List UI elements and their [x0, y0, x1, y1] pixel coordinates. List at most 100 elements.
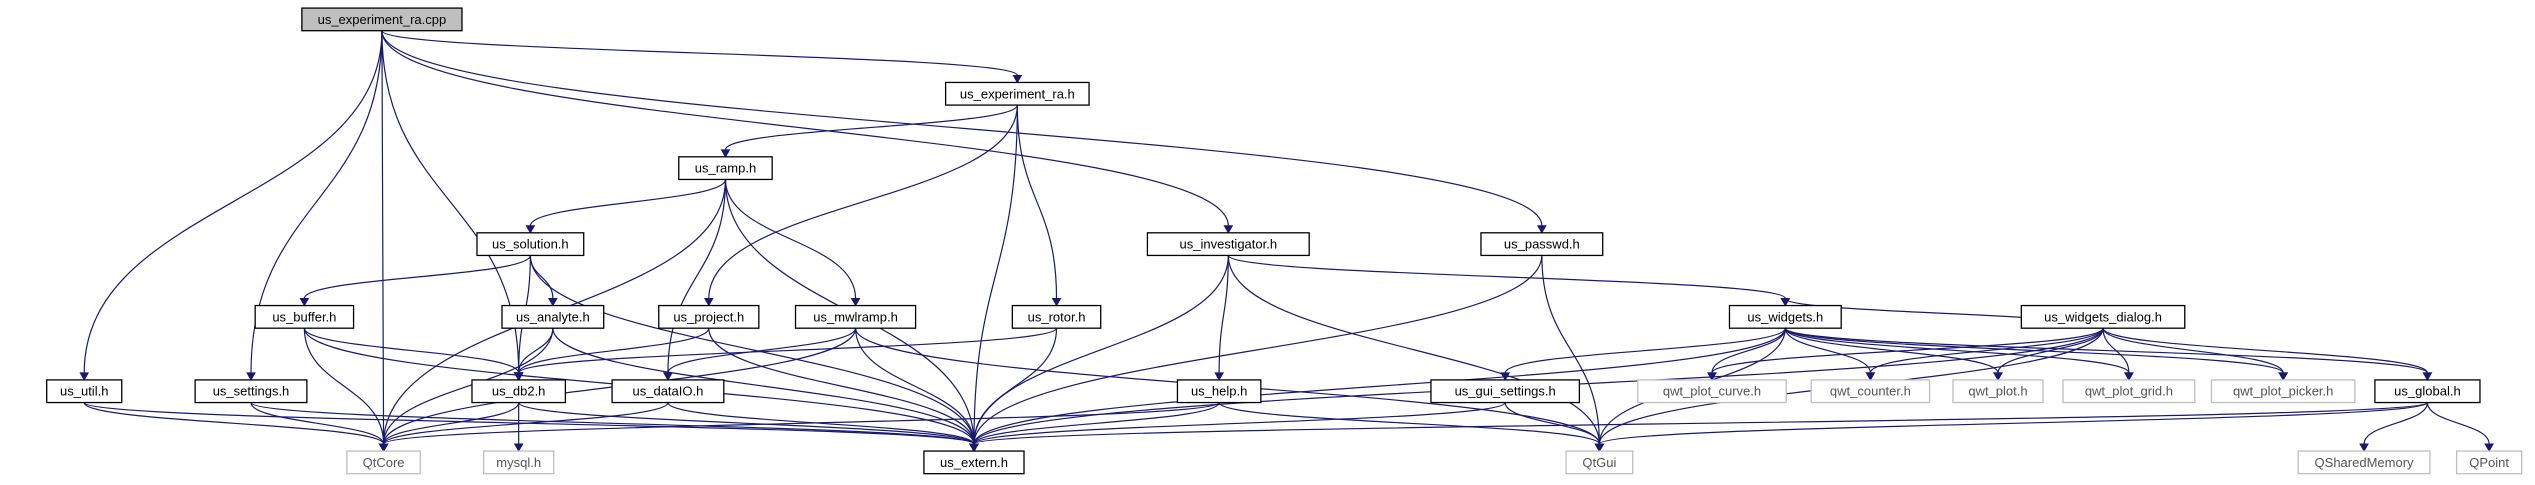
edge-wdialog-to-qwtgrid	[2102, 328, 2134, 381]
edge-widgets-to-qwtgrid	[1784, 327, 2134, 381]
node-label: us_global.h	[2394, 384, 2461, 399]
edge-settings-to-qtcore	[250, 402, 389, 453]
node-label: us_ramp.h	[695, 161, 756, 176]
node-wdialog[interactable]: us_widgets_dialog.h	[2020, 304, 2186, 329]
edge-passwd-to-qtgui	[1541, 255, 1605, 453]
edge-global-to-qpoint	[2426, 402, 2494, 453]
node-label: us_db2.h	[492, 384, 546, 399]
node-label: QSharedMemory	[2315, 455, 2414, 470]
node-label: qwt_plot_grid.h	[2085, 384, 2173, 399]
edge-exp_h-to-rotor	[1016, 105, 1062, 307]
node-inv[interactable]: us_investigator.h	[1146, 232, 1310, 257]
node-guiset[interactable]: us_gui_settings.h	[1430, 379, 1581, 404]
node-box	[2455, 450, 2523, 475]
edge-wdialog-to-qwtcounter	[1865, 327, 2104, 381]
edge-widgets-to-guiset	[1500, 327, 1786, 381]
node-dataio[interactable]: us_dataIO.h	[611, 379, 725, 404]
node-box	[471, 379, 567, 404]
node-label: us_experiment_ra.h	[960, 86, 1075, 101]
node-util[interactable]: us_util.h	[46, 379, 123, 404]
node-buffer[interactable]: us_buffer.h	[254, 304, 355, 329]
edge-ramp-to-dataio	[663, 179, 727, 381]
node-label: us_mwlramp.h	[813, 309, 898, 324]
node-help[interactable]: us_help.h	[1176, 379, 1262, 404]
node-box	[1430, 379, 1581, 404]
node-label: QtCore	[363, 455, 405, 470]
node-qshm: QSharedMemory	[2297, 450, 2431, 475]
edge-layer	[79, 30, 2494, 453]
edge-help-to-qtgui	[1218, 402, 1605, 453]
node-box	[1810, 379, 1931, 404]
node-extern[interactable]: us_extern.h	[923, 450, 1025, 475]
node-box	[46, 379, 123, 404]
edge-exp_h-to-project	[703, 105, 1018, 307]
node-exp_h[interactable]: us_experiment_ra.h	[944, 81, 1090, 106]
edge-global-to-extern	[969, 402, 2429, 453]
edge-root-to-inv	[381, 30, 1234, 234]
node-qwtgrid: qwt_plot_grid.h	[2062, 379, 2196, 404]
edge-root-to-qtcore	[378, 30, 389, 453]
node-widgets[interactable]: us_widgets.h	[1728, 304, 1842, 329]
node-label: mysql.h	[496, 455, 541, 470]
node-project[interactable]: us_project.h	[658, 304, 760, 329]
node-label: qwt_plot_curve.h	[1663, 384, 1761, 399]
node-label: us_help.h	[1191, 384, 1247, 399]
node-label: QtGui	[1582, 455, 1616, 470]
node-box	[1480, 232, 1604, 257]
node-label: us_experiment_ra.cpp	[318, 12, 447, 27]
node-label: us_dataIO.h	[633, 384, 704, 399]
edge-ramp-to-solution	[525, 179, 727, 234]
edge-root-to-passwd	[381, 30, 1547, 234]
node-layer: us_experiment_ra.cpp us_experiment_ra.hus…	[46, 7, 2523, 475]
edge-wdialog-to-global	[2102, 327, 2433, 381]
node-global[interactable]: us_global.h	[2374, 379, 2481, 404]
edge-mwl-to-dataio	[663, 327, 857, 381]
node-label: us_passwd.h	[1504, 237, 1580, 252]
node-box	[2020, 304, 2186, 329]
node-label: us_analyte.h	[516, 309, 590, 324]
node-box	[1176, 379, 1262, 404]
node-qtgui: QtGui	[1565, 450, 1634, 475]
node-box	[2062, 379, 2196, 404]
edge-ramp-to-mwl	[724, 179, 861, 307]
edge-root-to-util	[79, 30, 383, 381]
node-label: us_buffer.h	[272, 309, 336, 324]
node-passwd[interactable]: us_passwd.h	[1480, 232, 1604, 257]
node-label: us_solution.h	[492, 237, 569, 252]
edge-inv-to-help	[1214, 255, 1229, 381]
edge-root-to-exp_h	[381, 30, 1023, 84]
node-box	[678, 156, 773, 181]
node-db2[interactable]: us_db2.h	[471, 379, 567, 404]
node-box	[658, 304, 760, 329]
node-box	[476, 232, 585, 257]
edge-guiset-to-qtgui	[1504, 402, 1605, 453]
node-box	[301, 7, 463, 32]
node-box	[194, 379, 308, 404]
edge-inv-to-extern	[969, 255, 1229, 453]
node-box	[1637, 379, 1787, 404]
node-label: us_gui_settings.h	[1455, 384, 1556, 399]
node-root: us_experiment_ra.cpp	[301, 7, 463, 32]
node-analyte[interactable]: us_analyte.h	[501, 304, 605, 329]
node-box	[794, 304, 917, 329]
node-box	[501, 304, 605, 329]
edge-db2-to-mysql	[513, 402, 524, 453]
node-box	[2374, 379, 2481, 404]
node-label: qwt_plot.h	[1968, 384, 2027, 399]
node-rotor[interactable]: us_rotor.h	[1011, 304, 1102, 329]
node-box	[483, 450, 555, 475]
node-label: us_investigator.h	[1180, 237, 1278, 252]
node-settings[interactable]: us_settings.h	[194, 379, 308, 404]
node-qwtpicker: qwt_plot_picker.h	[2210, 379, 2356, 404]
node-mwl[interactable]: us_mwlramp.h	[794, 304, 917, 329]
node-qwtcurve: qwt_plot_curve.h	[1637, 379, 1787, 404]
node-ramp[interactable]: us_ramp.h	[678, 156, 773, 181]
node-solution[interactable]: us_solution.h	[476, 232, 585, 257]
node-box	[1146, 232, 1310, 257]
edge-wdialog-to-qwtcurve	[1707, 327, 2104, 381]
edge-project-to-db2	[513, 327, 710, 381]
node-label: us_widgets_dialog.h	[2044, 309, 2162, 324]
node-label: QPoint	[2469, 455, 2509, 470]
node-box	[254, 304, 355, 329]
